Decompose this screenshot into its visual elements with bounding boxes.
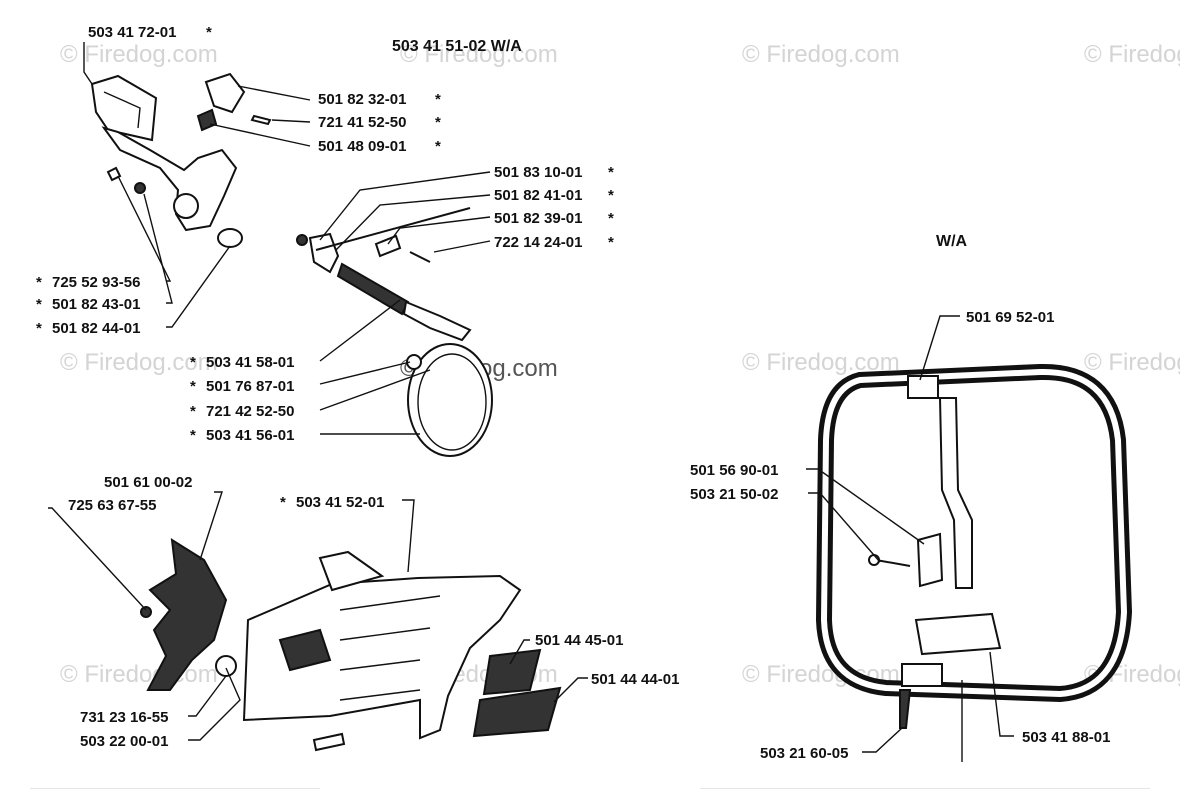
- part-number-label: 501 56 90-01: [690, 462, 778, 479]
- part-number-label: 501 44 44-01: [591, 671, 679, 688]
- part-labels: 503 41 72-01 * 501 82 32-01 * 721 41 52-…: [36, 24, 1110, 762]
- asterisk: *: [608, 164, 614, 181]
- watermarks: © Firedog.com © Firedog.com © Firedog.co…: [60, 41, 1180, 688]
- part-number-label: 503 41 72-01: [88, 24, 176, 41]
- part-number-label: 725 52 93-56: [52, 274, 140, 291]
- asterisk: *: [36, 320, 42, 337]
- asterisk: *: [190, 403, 196, 420]
- part-number-label: 503 21 60-05: [760, 745, 848, 762]
- part-number-label: 503 41 56-01: [206, 427, 294, 444]
- part-number-label: 501 82 39-01: [494, 210, 582, 227]
- asterisk: *: [435, 91, 441, 108]
- asterisk: *: [190, 378, 196, 395]
- part-number-label: 501 83 10-01: [494, 164, 582, 181]
- watermark: © Firedog.com: [400, 41, 558, 68]
- part-number-label: 501 69 52-01: [966, 309, 1054, 326]
- part-number-label: 721 42 52-50: [206, 403, 294, 420]
- asterisk: *: [190, 427, 196, 444]
- part-number-label: 501 44 45-01: [535, 632, 623, 649]
- part-number-label: 501 82 44-01: [52, 320, 140, 337]
- part-number-label: 501 82 32-01: [318, 91, 406, 108]
- divider: [700, 788, 1150, 789]
- watermark: © Firedog.com: [1084, 349, 1180, 376]
- asterisk: *: [36, 296, 42, 313]
- front-handle-illustration: [815, 363, 1133, 762]
- leader-lines: [48, 42, 1014, 753]
- part-number-label: 503 41 52-01: [296, 494, 384, 511]
- watermark: © Firedog.com: [1084, 41, 1180, 68]
- part-number-label: 503 41 88-01: [1022, 729, 1110, 746]
- section-title: 503 41 51-02 W/A: [392, 38, 522, 55]
- asterisk: *: [435, 114, 441, 131]
- part-number-label: 725 63 67-55: [68, 497, 156, 514]
- asterisk: *: [190, 354, 196, 371]
- brake-band-illustration: [296, 207, 493, 457]
- asterisk: *: [36, 274, 42, 291]
- watermark: © Firedog.com: [60, 41, 218, 68]
- part-number-label: 501 82 41-01: [494, 187, 582, 204]
- brake-lever-illustration: [90, 72, 272, 248]
- part-number-label: 501 82 43-01: [52, 296, 140, 313]
- asterisk: *: [608, 234, 614, 251]
- watermark: © Firedog.com: [60, 661, 218, 688]
- part-number-label: 731 23 16-55: [80, 709, 168, 726]
- part-number-label: 503 22 00-01: [80, 733, 168, 750]
- part-number-label: 503 41 58-01: [206, 354, 294, 371]
- part-number-label: 501 76 87-01: [206, 378, 294, 395]
- housing-illustration: [140, 538, 562, 752]
- asterisk: *: [206, 24, 212, 41]
- asterisk: *: [435, 138, 441, 155]
- part-number-label: 503 21 50-02: [690, 486, 778, 503]
- asterisk: *: [280, 494, 286, 511]
- wa-title: W/A: [936, 233, 968, 250]
- watermark: © Firedog.com: [60, 349, 218, 376]
- asterisk: *: [608, 210, 614, 227]
- part-number-label: 721 41 52-50: [318, 114, 406, 131]
- part-number-label: 501 48 09-01: [318, 138, 406, 155]
- divider: [30, 788, 320, 789]
- part-number-label: 501 61 00-02: [104, 474, 192, 491]
- part-number-label: 722 14 24-01: [494, 234, 582, 251]
- asterisk: *: [608, 187, 614, 204]
- watermark: © Firedog.com: [742, 41, 900, 68]
